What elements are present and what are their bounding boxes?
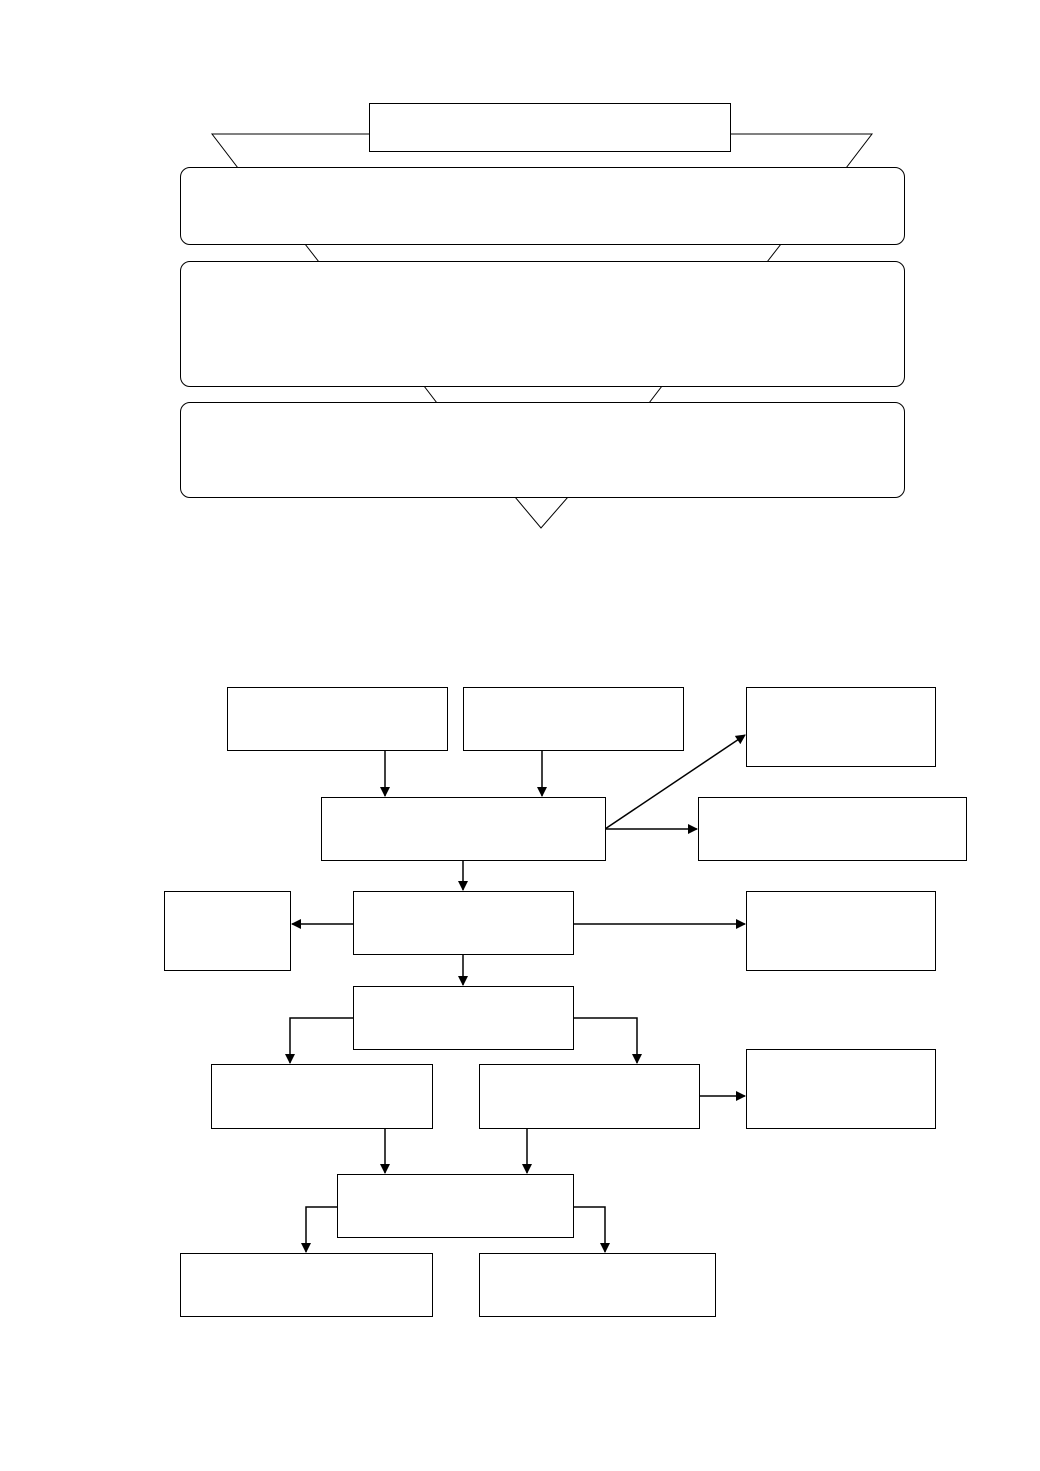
flow-node-final-left — [180, 1253, 433, 1317]
arrow-merge-to-final-right — [574, 1206, 610, 1253]
funnel-tip-triangle — [513, 496, 570, 529]
funnel-band-2 — [303, 243, 783, 263]
arrow-central-to-top-right — [604, 734, 746, 830]
arrow-step-three-to-branch-right — [574, 1017, 642, 1064]
flow-node-input-a — [227, 687, 448, 751]
process-stage-1-box — [180, 167, 905, 245]
flow-node-step-two-right — [746, 891, 936, 971]
flow-node-output-top-right — [746, 687, 936, 767]
flow-node-final-right — [479, 1253, 716, 1317]
flow-node-central — [321, 797, 606, 861]
process-stage-3-box — [180, 402, 905, 498]
flow-node-input-b — [463, 687, 684, 751]
process-header-box — [369, 103, 731, 152]
flow-node-step-two-left — [164, 891, 291, 971]
flow-node-branch-right — [479, 1064, 700, 1129]
flow-node-output-right — [698, 797, 967, 861]
flow-node-step-two — [353, 891, 574, 955]
flow-node-branch-right-side — [746, 1049, 936, 1129]
flow-node-branch-left — [211, 1064, 433, 1129]
arrow-merge-to-final-left — [301, 1206, 338, 1253]
process-stage-2-box — [180, 261, 905, 387]
flow-node-merge — [337, 1174, 574, 1238]
arrow-step-three-to-branch-left — [285, 1017, 354, 1064]
flow-node-step-three — [353, 986, 574, 1050]
funnel-band-3 — [422, 385, 664, 404]
